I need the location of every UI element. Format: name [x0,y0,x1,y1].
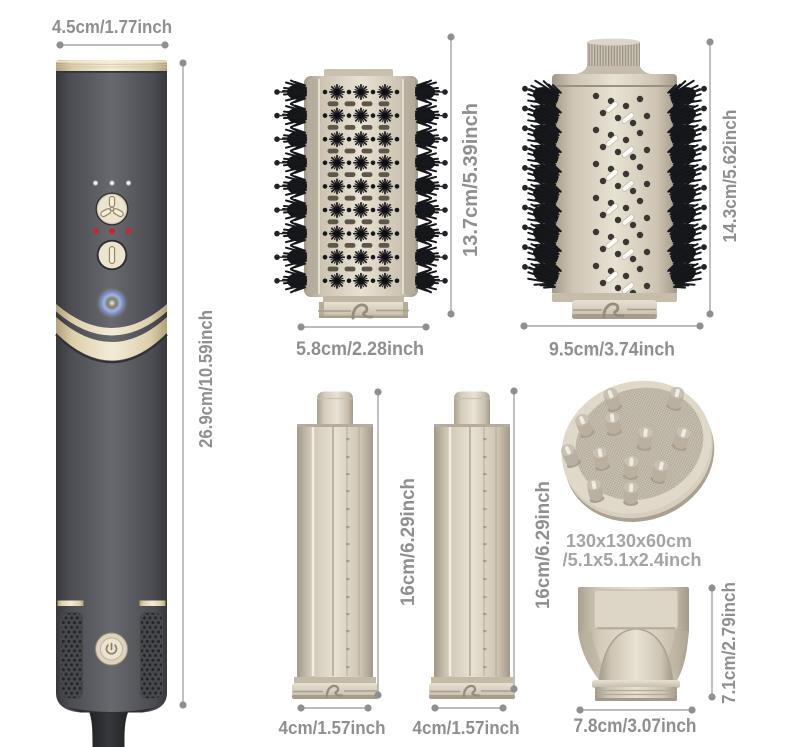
svg-text:7.1cm/2.79inch: 7.1cm/2.79inch [719,582,739,704]
svg-text:16cm/6.29inch: 16cm/6.29inch [532,481,554,609]
svg-text:13.7cm/5.39inch: 13.7cm/5.39inch [460,103,482,257]
svg-text:130x130x60cm: 130x130x60cm [566,530,692,551]
svg-text:26.9cm/10.59inch: 26.9cm/10.59inch [196,310,216,448]
svg-text:9.5cm/3.74inch: 9.5cm/3.74inch [549,339,675,361]
svg-text:14.3cm/5.62inch: 14.3cm/5.62inch [719,110,740,243]
svg-text:5.8cm/2.28inch: 5.8cm/2.28inch [296,338,424,360]
svg-text:7.8cm/3.07inch: 7.8cm/3.07inch [574,716,697,737]
svg-text:4.5cm/1.77inch: 4.5cm/1.77inch [52,17,172,37]
svg-text:4cm/1.57inch: 4cm/1.57inch [413,718,520,738]
svg-text:/5.1x5.1x2.4inch: /5.1x5.1x2.4inch [563,549,702,570]
svg-text:4cm/1.57inch: 4cm/1.57inch [279,718,386,738]
svg-text:16cm/6.29inch: 16cm/6.29inch [397,478,419,606]
